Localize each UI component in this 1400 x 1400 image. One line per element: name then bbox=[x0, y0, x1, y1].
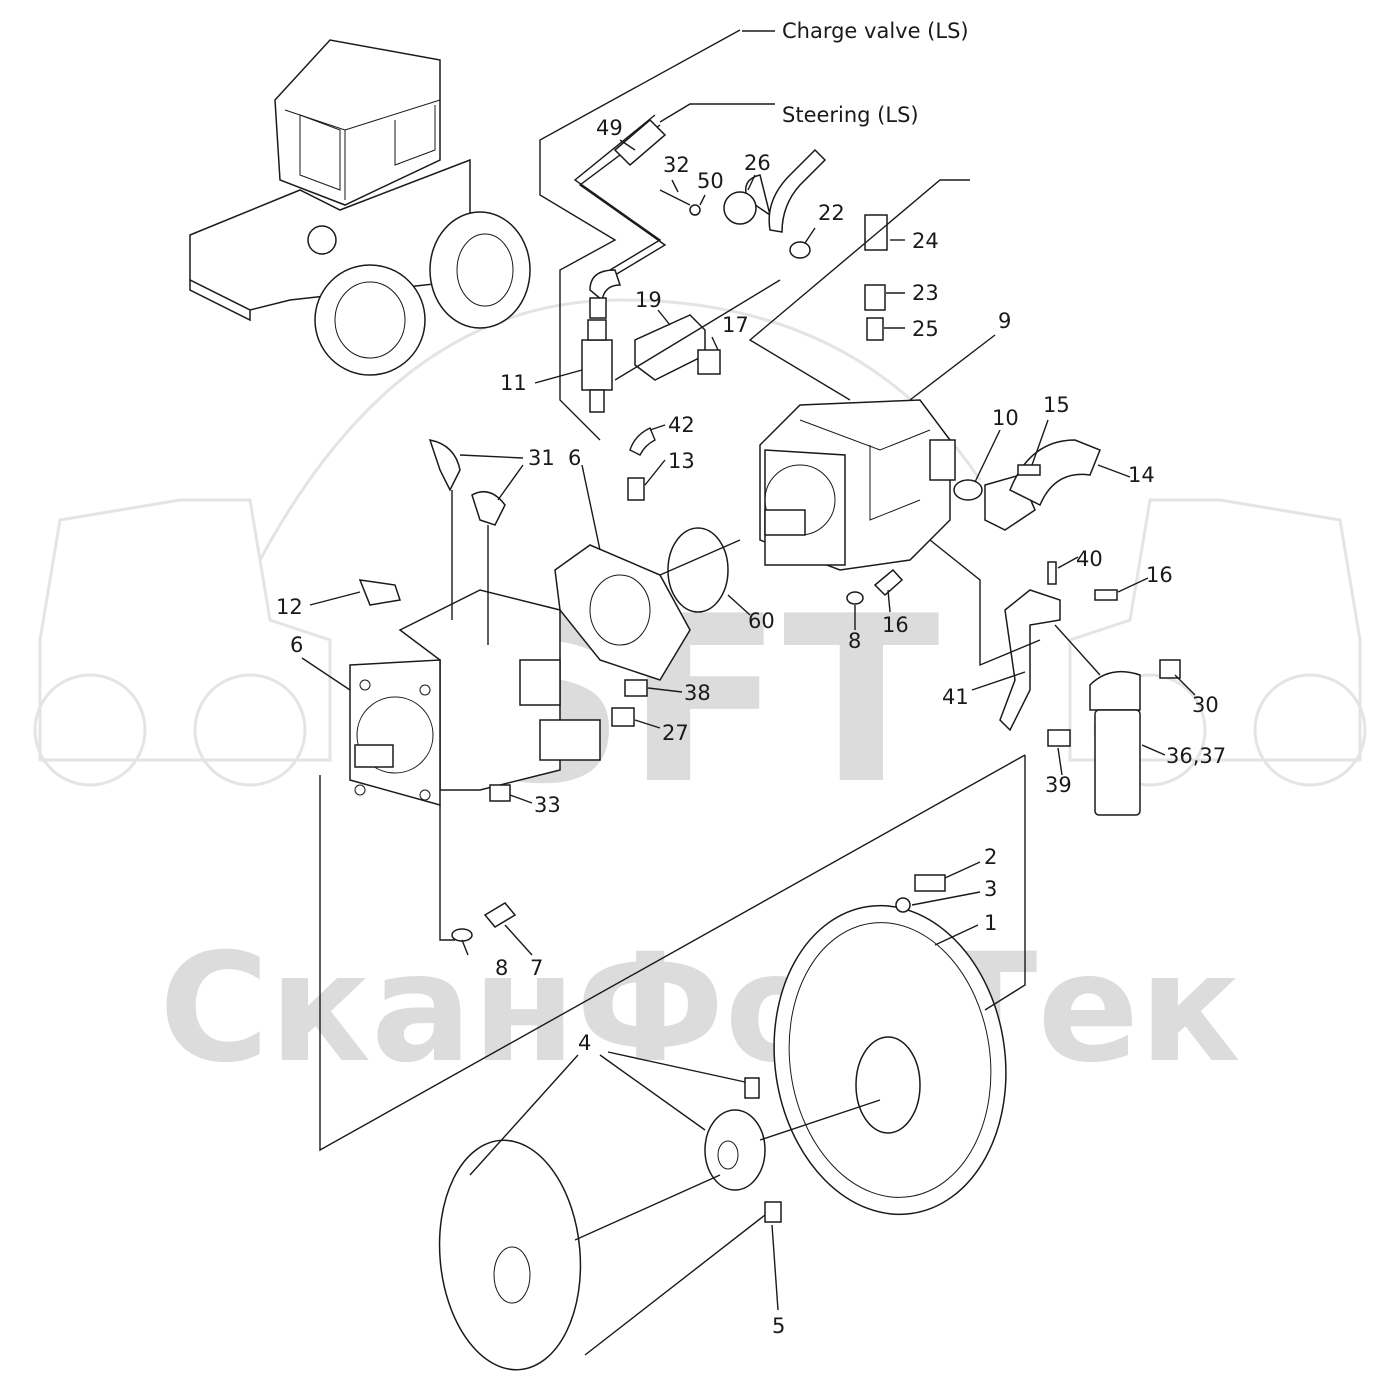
part-label-9: 9 bbox=[998, 309, 1011, 333]
hydraulic-pump-9 bbox=[759, 399, 1101, 571]
nut-23 bbox=[864, 284, 886, 311]
screw-4 bbox=[744, 1077, 760, 1099]
part-label-3: 3 bbox=[984, 877, 997, 901]
elbow-31b bbox=[471, 490, 506, 526]
part-label-8-lower: 8 bbox=[495, 956, 508, 980]
elbow-42 bbox=[629, 427, 656, 456]
part-label-40: 40 bbox=[1076, 547, 1103, 571]
part-label-39: 39 bbox=[1045, 773, 1072, 797]
part-label-1: 1 bbox=[984, 911, 997, 935]
watermark-tractor-left bbox=[33, 498, 332, 787]
bolt-2 bbox=[914, 874, 946, 892]
fitting-13 bbox=[627, 477, 645, 501]
steering-hose-assembly bbox=[539, 29, 970, 501]
part-label-36-37: 36,37 bbox=[1166, 744, 1226, 768]
bolt-40 bbox=[1047, 561, 1057, 585]
flywheel-housing-1 bbox=[773, 755, 1026, 1216]
hose-end-49 bbox=[613, 118, 667, 167]
callout-labels: Charge valve (LS) Steering (LS) bbox=[782, 19, 969, 127]
fitting-30 bbox=[1159, 659, 1181, 679]
watermark-brand: СканФорТек bbox=[159, 922, 1241, 1096]
part-label-25: 25 bbox=[912, 317, 939, 341]
fitting-24 bbox=[864, 214, 888, 251]
oring-60 bbox=[667, 527, 729, 613]
fitting-25 bbox=[866, 317, 884, 341]
charge-valve-label: Charge valve (LS) bbox=[782, 19, 969, 43]
washer-8 bbox=[451, 928, 473, 942]
bolt-7 bbox=[483, 902, 517, 928]
part-label-31: 31 bbox=[528, 446, 555, 470]
part-label-16-right: 16 bbox=[1146, 563, 1173, 587]
valve-block-11 bbox=[581, 339, 613, 391]
filter-head bbox=[1089, 670, 1141, 711]
part-label-13: 13 bbox=[668, 449, 695, 473]
part-label-17: 17 bbox=[722, 313, 749, 337]
watermark-arc bbox=[258, 298, 982, 561]
part-label-19: 19 bbox=[635, 288, 662, 312]
part-label-14: 14 bbox=[1128, 463, 1155, 487]
coupling-hub bbox=[704, 1109, 766, 1191]
main-pump-assembly bbox=[349, 439, 648, 806]
part-label-33: 33 bbox=[534, 793, 561, 817]
part-label-24: 24 bbox=[912, 229, 939, 253]
part-label-7: 7 bbox=[530, 956, 543, 980]
part-label-11: 11 bbox=[500, 371, 527, 395]
machine-illustration bbox=[189, 39, 531, 376]
part-label-22: 22 bbox=[818, 201, 845, 225]
part-label-4: 4 bbox=[578, 1031, 591, 1055]
part-label-10: 10 bbox=[992, 406, 1019, 430]
part-label-16-center: 16 bbox=[882, 613, 909, 637]
filter-assembly bbox=[929, 539, 1181, 816]
part-number-labels: 49 32 50 26 22 24 23 25 19 17 9 11 42 13… bbox=[276, 116, 1226, 1338]
part-label-6-upper: 6 bbox=[568, 446, 581, 470]
screw-5 bbox=[764, 1201, 782, 1223]
part-label-6-lower: 6 bbox=[290, 633, 303, 657]
part-label-5: 5 bbox=[772, 1314, 785, 1338]
fitting-39 bbox=[1047, 729, 1071, 747]
part-label-15: 15 bbox=[1043, 393, 1070, 417]
part-label-30: 30 bbox=[1192, 693, 1219, 717]
part-label-12: 12 bbox=[276, 595, 303, 619]
washer-3 bbox=[895, 897, 911, 913]
hose-22 bbox=[768, 148, 827, 233]
part-label-8-upper: 8 bbox=[848, 629, 861, 653]
part-label-41: 41 bbox=[942, 685, 969, 709]
pump-mounting-flange bbox=[349, 659, 441, 806]
fitting-33 bbox=[489, 784, 511, 802]
part-label-42: 42 bbox=[668, 413, 695, 437]
coupling-assembly-4 bbox=[319, 754, 1026, 1371]
elbow-pipe-14 bbox=[1009, 439, 1101, 507]
bolt-16 bbox=[1094, 589, 1118, 601]
part-label-38: 38 bbox=[684, 681, 711, 705]
part-label-26: 26 bbox=[744, 151, 771, 175]
part-label-23: 23 bbox=[912, 281, 939, 305]
part-label-2: 2 bbox=[984, 845, 997, 869]
bolt-16-upper bbox=[873, 568, 904, 597]
elbow-31a bbox=[428, 439, 461, 492]
washer-8-upper bbox=[846, 591, 864, 605]
oring-10 bbox=[953, 479, 983, 501]
fitting-38 bbox=[624, 679, 648, 697]
part-label-27: 27 bbox=[662, 721, 689, 745]
gasket-and-flange bbox=[554, 527, 741, 681]
part-label-50: 50 bbox=[697, 169, 724, 193]
flange-6 bbox=[554, 544, 691, 681]
bolt-15 bbox=[1017, 464, 1041, 476]
part-label-49: 49 bbox=[596, 116, 623, 140]
block-27 bbox=[539, 719, 601, 761]
leader-lines bbox=[301, 30, 1196, 1311]
coupling-plate bbox=[438, 1139, 582, 1371]
steering-label: Steering (LS) bbox=[782, 103, 919, 127]
part-label-32: 32 bbox=[663, 153, 690, 177]
filter-canister-36-37 bbox=[1094, 709, 1141, 816]
part-label-60: 60 bbox=[748, 609, 775, 633]
bracket-41 bbox=[999, 589, 1061, 732]
fitting-12 bbox=[358, 579, 401, 606]
